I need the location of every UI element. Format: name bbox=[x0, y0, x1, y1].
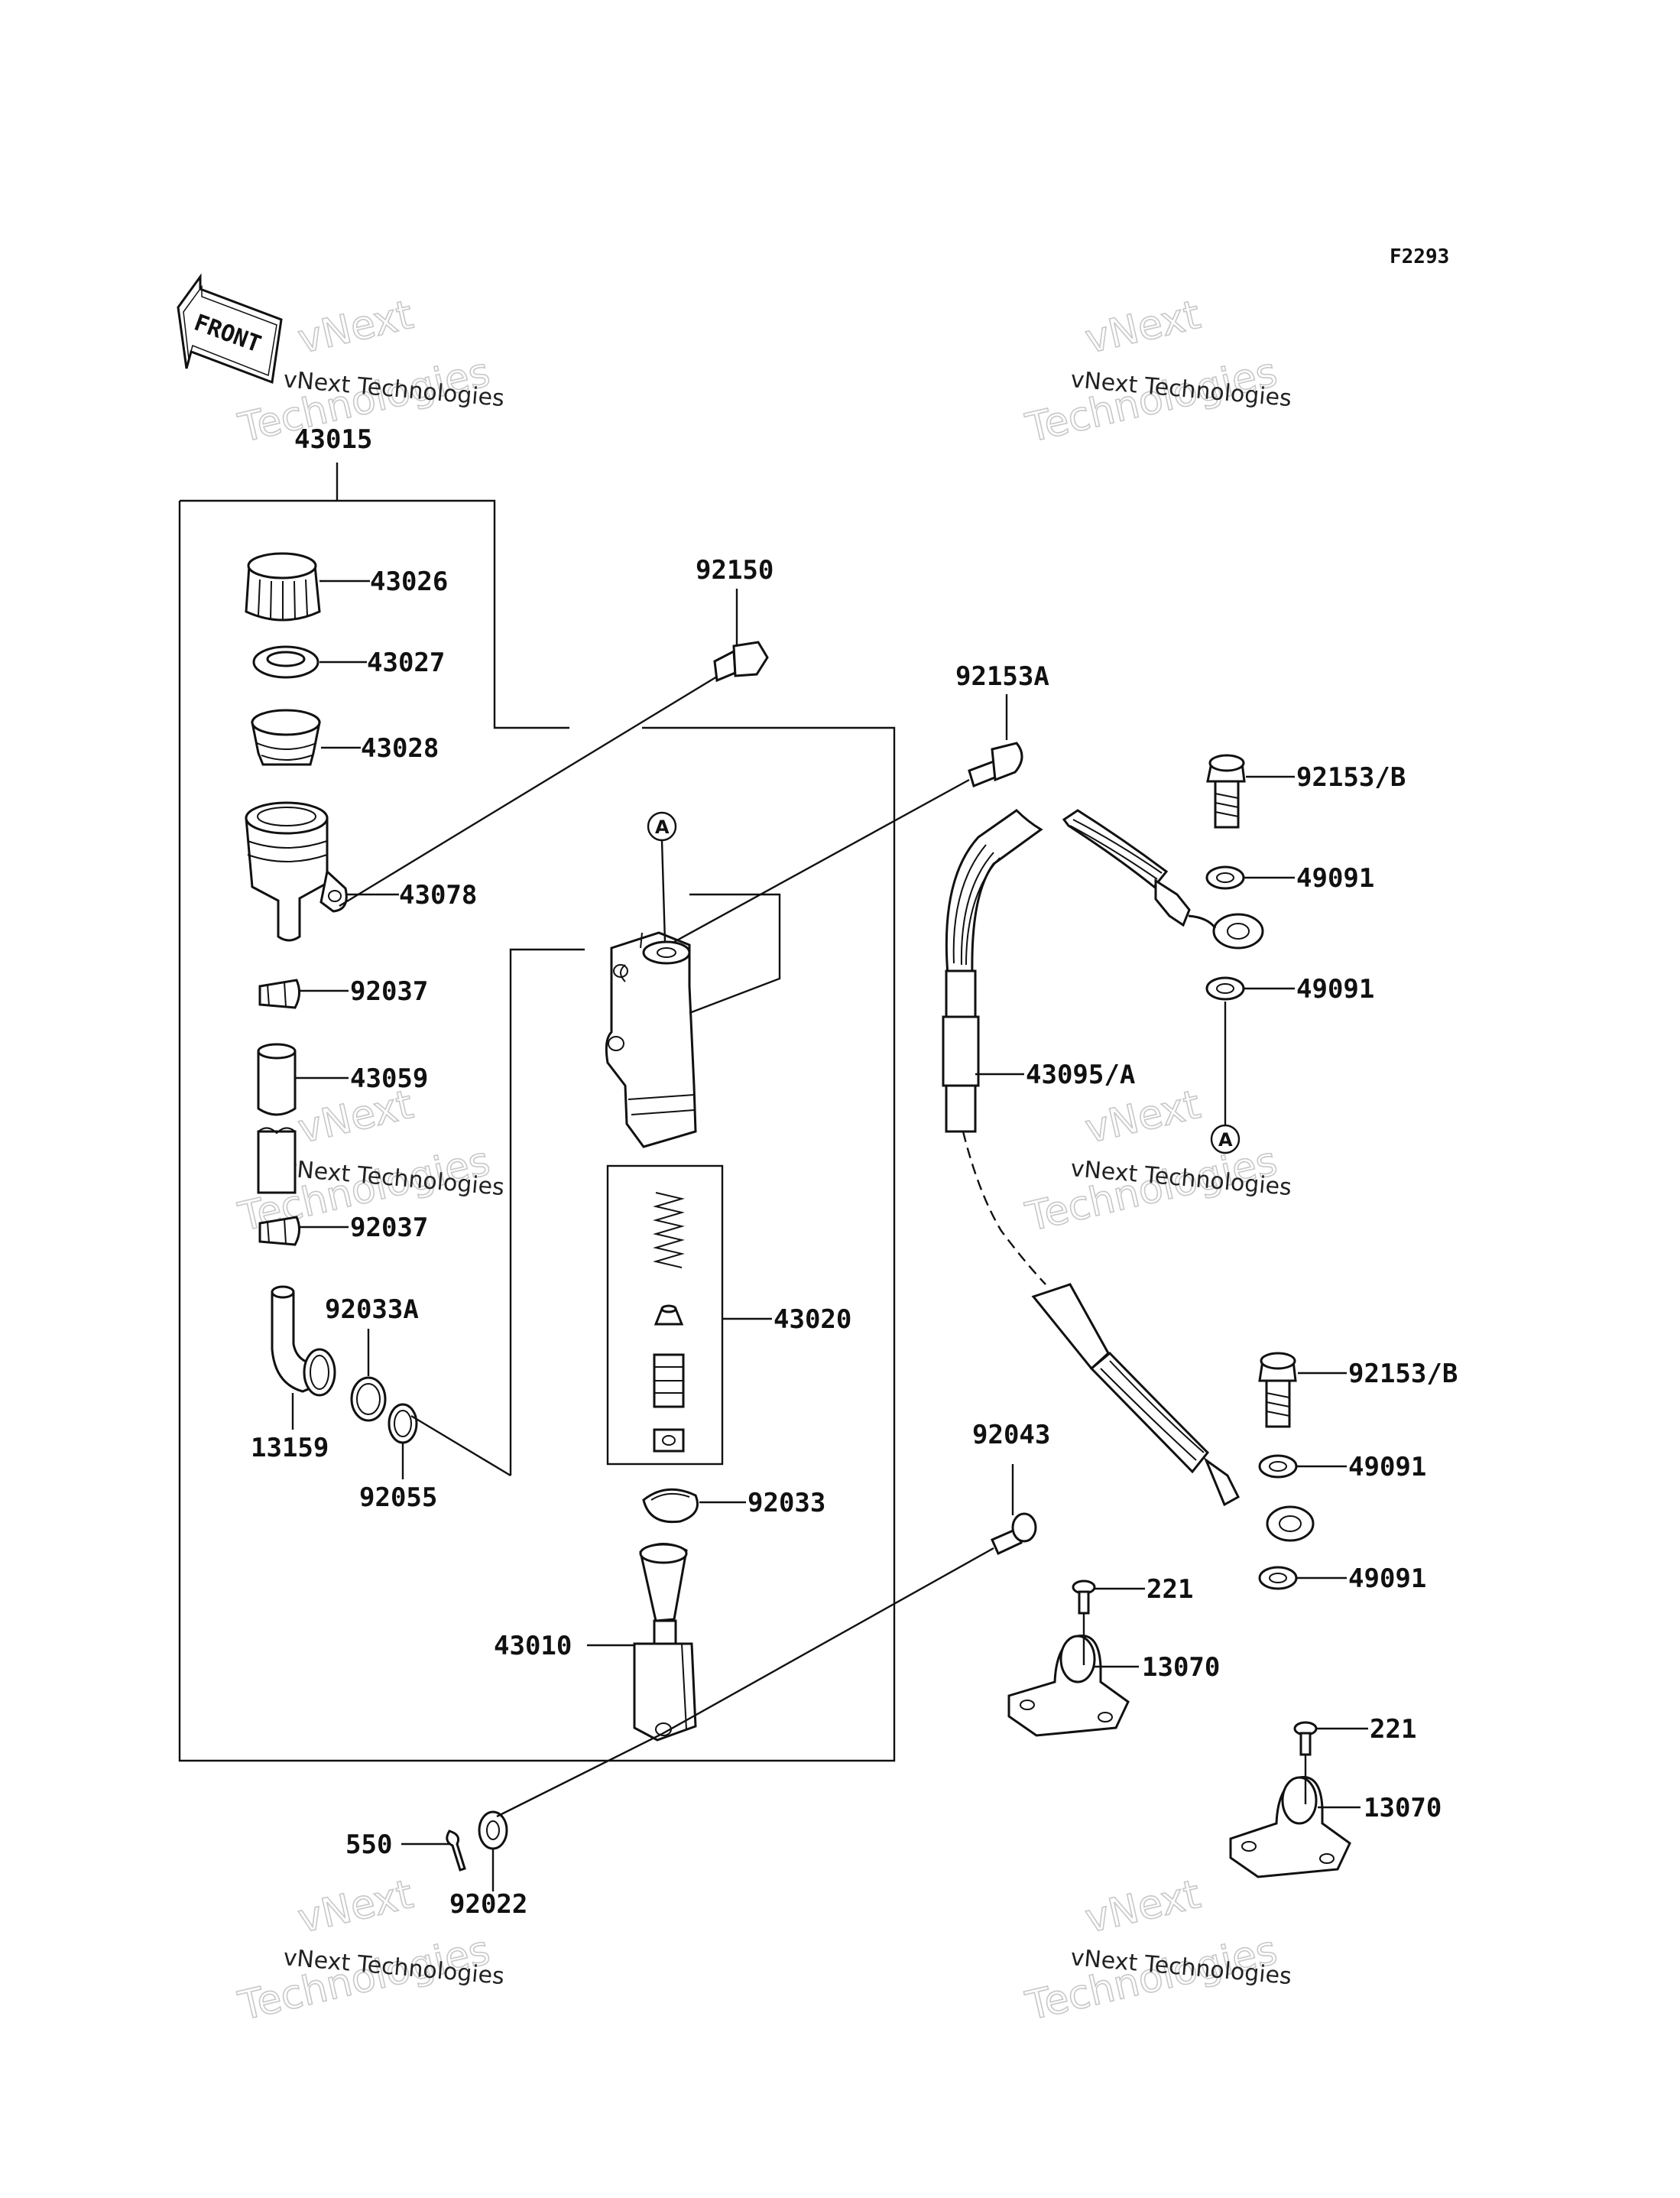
part-label: 92055 bbox=[359, 1482, 437, 1513]
hose-clamp bbox=[258, 1216, 300, 1246]
part-label: 92033 bbox=[748, 1488, 825, 1518]
hose-clamp bbox=[258, 979, 300, 1009]
assembly-bracket bbox=[178, 463, 896, 1762]
cotter-pin bbox=[446, 1830, 466, 1872]
svg-text:vNext: vNext bbox=[1081, 1872, 1205, 1943]
svg-text:vNext: vNext bbox=[1081, 292, 1205, 363]
screw bbox=[1293, 1721, 1318, 1756]
washer bbox=[1258, 1566, 1298, 1590]
banjo-bolt bbox=[968, 742, 1023, 788]
part-label: 221 bbox=[1370, 1714, 1416, 1745]
part-label: 43078 bbox=[399, 880, 477, 911]
part-label: 92150 bbox=[696, 555, 774, 586]
o-ring bbox=[388, 1403, 418, 1444]
part-label: 43015 bbox=[294, 424, 372, 455]
piston bbox=[653, 1353, 685, 1408]
svg-text:A: A bbox=[655, 817, 670, 838]
callout-a: A bbox=[1210, 1002, 1241, 1154]
washer bbox=[478, 1810, 508, 1850]
washer bbox=[1258, 1454, 1298, 1479]
banjo-bolt bbox=[1258, 1352, 1297, 1428]
part-label: 92153/B bbox=[1348, 1359, 1458, 1389]
hose bbox=[257, 1043, 297, 1116]
brake-hose bbox=[942, 809, 1315, 1542]
svg-text:vNext: vNext bbox=[294, 292, 417, 363]
part-label: 43026 bbox=[370, 567, 448, 597]
part-label: 92153/B bbox=[1296, 762, 1406, 793]
part-label: 43020 bbox=[774, 1304, 851, 1335]
clevis-pin bbox=[991, 1512, 1037, 1556]
circlip bbox=[642, 1488, 699, 1524]
callout-a: A bbox=[647, 811, 677, 943]
watermark: vNext Technologies vNext Technologies bbox=[1021, 1871, 1293, 2030]
bolt bbox=[713, 641, 769, 683]
banjo-bolt bbox=[1206, 754, 1246, 829]
part-label: 43010 bbox=[494, 1631, 572, 1661]
part-label: 49091 bbox=[1348, 1452, 1426, 1482]
part-label: 49091 bbox=[1296, 974, 1374, 1005]
reservoir bbox=[245, 801, 348, 942]
washer bbox=[1205, 865, 1245, 890]
piston-seal bbox=[653, 1428, 685, 1453]
diaphragm-plate bbox=[252, 645, 319, 679]
part-label: 13159 bbox=[251, 1433, 329, 1463]
diaphragm bbox=[251, 709, 321, 766]
part-label: 49091 bbox=[1296, 863, 1374, 894]
screw bbox=[1072, 1580, 1096, 1615]
elbow-fitting bbox=[271, 1285, 336, 1397]
part-label: 221 bbox=[1146, 1574, 1193, 1605]
part-label: 49091 bbox=[1348, 1563, 1426, 1594]
part-label: 92033A bbox=[325, 1294, 419, 1325]
svg-text:A: A bbox=[1218, 1129, 1233, 1151]
piston-cup bbox=[654, 1304, 684, 1326]
part-label: 92037 bbox=[350, 1213, 428, 1243]
part-label: 43095/A bbox=[1026, 1060, 1135, 1090]
push-rod bbox=[633, 1543, 697, 1742]
leader-lines bbox=[291, 580, 1368, 1891]
reservoir-cap bbox=[245, 552, 321, 622]
watermark: vNext Technologies vNext Technologies bbox=[1021, 291, 1293, 452]
part-label: 92037 bbox=[350, 976, 428, 1007]
part-label: 550 bbox=[345, 1830, 392, 1860]
part-label: 43027 bbox=[367, 648, 445, 678]
front-arrow-icon: FRONT bbox=[177, 273, 283, 385]
part-label: 43059 bbox=[350, 1063, 428, 1094]
part-label: 92022 bbox=[449, 1889, 527, 1920]
part-labels: 43015 43026 43027 43028 43078 92037 4305… bbox=[251, 424, 1458, 1920]
circlip bbox=[350, 1376, 387, 1422]
part-label: 13070 bbox=[1142, 1652, 1220, 1683]
spring bbox=[653, 1192, 685, 1268]
svg-text:vNext: vNext bbox=[1081, 1082, 1205, 1153]
part-label: 92043 bbox=[972, 1420, 1050, 1450]
part-label: 13070 bbox=[1364, 1793, 1442, 1823]
part-label: 43028 bbox=[361, 733, 439, 764]
part-label: 92153A bbox=[955, 661, 1049, 692]
svg-text:vNext: vNext bbox=[294, 1872, 417, 1943]
master-cylinder-body bbox=[605, 931, 697, 1148]
hose-lower bbox=[257, 1127, 297, 1194]
hose-guide bbox=[1229, 1776, 1351, 1878]
watermark: vNext Technologies vNext Technologies bbox=[1021, 1081, 1293, 1241]
hose-guide bbox=[1007, 1635, 1130, 1737]
washer bbox=[1205, 976, 1245, 1001]
diagram-code: F2293 bbox=[1390, 245, 1449, 268]
